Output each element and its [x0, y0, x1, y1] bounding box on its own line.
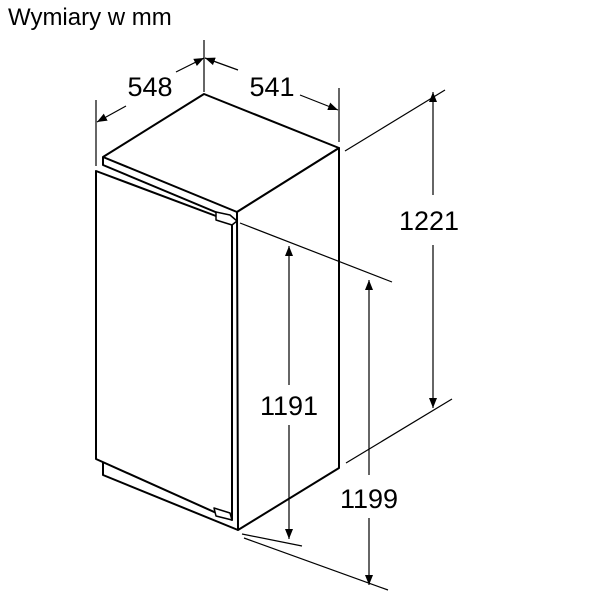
niche-min-label: 1191: [260, 391, 318, 421]
hinge-top: [215, 211, 238, 226]
dimension-lines: [95, 40, 453, 591]
hinge-bottom: [213, 507, 233, 521]
door-panel: [95, 170, 233, 521]
width-label: 541: [249, 72, 294, 102]
side-face: [236, 147, 340, 531]
depth-label: 548: [127, 72, 172, 102]
height-total-label: 1221: [399, 206, 459, 236]
niche-max-label: 1199: [340, 484, 398, 514]
fridge-body: [95, 93, 340, 531]
diagram-title: Wymiary w mm: [8, 4, 172, 31]
